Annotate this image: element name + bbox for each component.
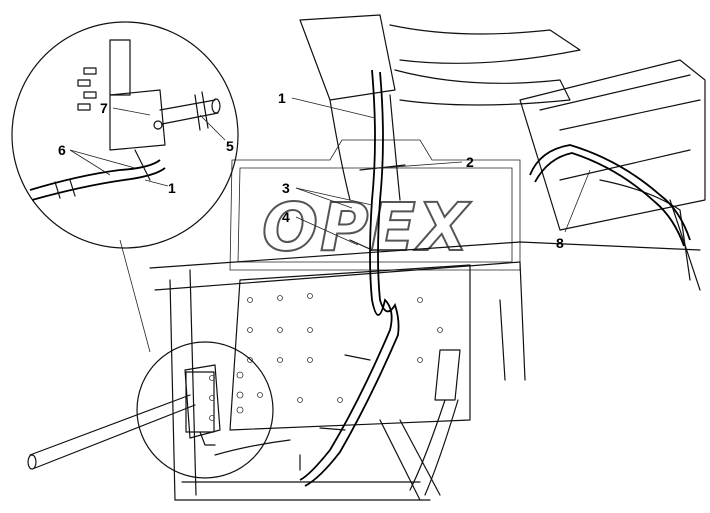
callout-3: 3: [282, 180, 290, 196]
chassis-frame: [149, 241, 701, 501]
callout-5: 5: [226, 138, 234, 154]
callout-2: 2: [466, 154, 474, 170]
watermark: OPEX: [229, 139, 521, 271]
callout-8: 8: [556, 235, 564, 251]
column-lower: [27, 364, 221, 470]
detail-circle-magnified: [11, 21, 239, 249]
leader-lines: [69, 97, 591, 246]
callout-1-detail: 1: [168, 180, 176, 196]
watermark-gear-outline: [229, 139, 521, 271]
callout-1: 1: [278, 90, 286, 106]
watermark-gear-inner: [237, 167, 513, 263]
detail-circle-lower: [136, 341, 274, 479]
bolt-heads: [77, 67, 97, 111]
upper-arms: [299, 14, 581, 201]
right-crossmember: [519, 59, 706, 291]
magnify-leader: [119, 239, 151, 353]
chassis-holes: [247, 293, 443, 403]
callout-4: 4: [282, 209, 290, 225]
callout-6: 6: [58, 142, 66, 158]
callout-7: 7: [100, 100, 108, 116]
harness-right: [529, 144, 691, 241]
main-harness: [214, 69, 406, 487]
watermark-text: OPEX: [262, 189, 472, 266]
